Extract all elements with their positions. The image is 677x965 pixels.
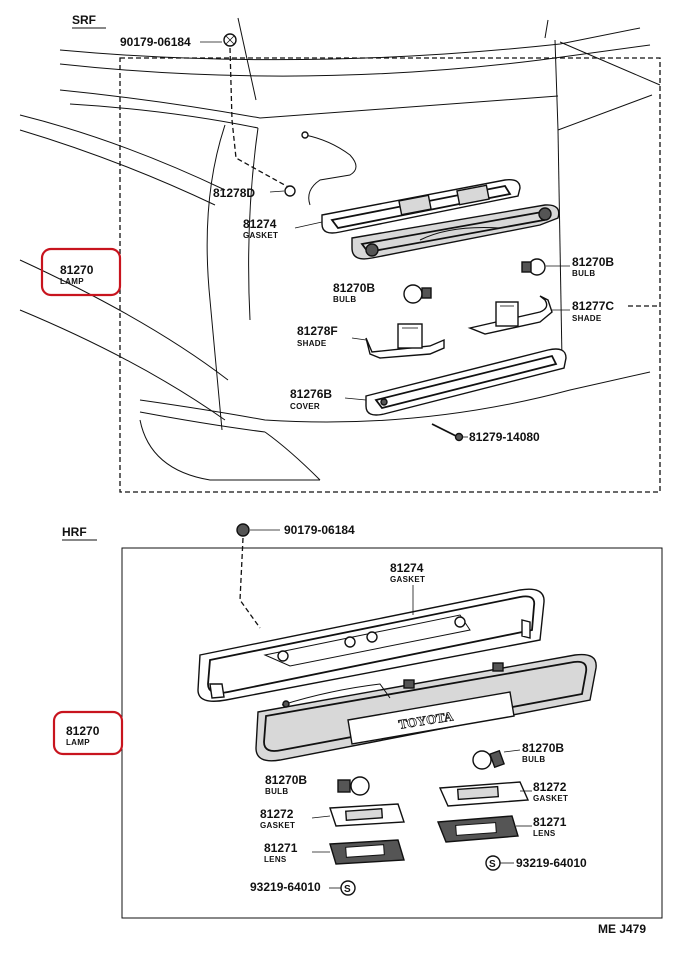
srf-screw-bottom-icon	[431, 423, 464, 442]
hrf-screw-top-icon	[236, 523, 261, 629]
srf-label-shade-right-desc: SHADE	[572, 314, 602, 323]
srf-lamp-highlight	[40, 247, 122, 297]
hrf-label-bulb-left-desc: BULB	[265, 787, 288, 796]
srf-lamp-housing	[351, 204, 560, 260]
srf-label-shade-left-num: 81278F	[297, 324, 338, 338]
srf-label-screw-top: 90179-06184	[120, 35, 191, 49]
srf-bulb-right-icon	[521, 258, 546, 276]
srf-label-gasket-num: 81274	[243, 217, 277, 231]
footer-code: ME J479	[598, 922, 646, 936]
hrf-bulb-right-icon	[472, 749, 505, 770]
srf-label-gasket-desc: GASKET	[243, 231, 278, 240]
hrf-label-gasket-right-desc: GASKET	[533, 794, 568, 803]
srf-label-lamp-num: 81270	[60, 263, 94, 277]
srf-shade-left-part	[365, 323, 445, 359]
hrf-bulb-left-icon	[337, 776, 370, 796]
hrf-label-screw-right: 93219-64010	[516, 856, 587, 870]
srf-label-bulb-right-desc: BULB	[572, 269, 595, 278]
srf-boundary	[119, 57, 661, 493]
hrf-section: HRF 90179-06184 81274 GASKET	[52, 523, 663, 936]
svg-text:S: S	[489, 859, 496, 870]
hrf-lamp-highlight	[52, 710, 124, 756]
srf-label-bulb-right-num: 81270B	[572, 255, 614, 269]
hrf-label-gasket-right-num: 81272	[533, 780, 567, 794]
hrf-lamp-housing: TOYOTA	[255, 653, 597, 762]
srf-label-bulb-left-num: 81270B	[333, 281, 375, 295]
hrf-label-lens-left-desc: LENS	[264, 855, 287, 864]
srf-label-bulb-left-desc: BULB	[333, 295, 356, 304]
srf-screw-top-icon	[223, 33, 291, 189]
srf-nut-icon	[284, 185, 296, 197]
srf-label-81278d: 81278D	[213, 186, 255, 200]
hrf-label-lens-right-num: 81271	[533, 815, 567, 829]
srf-label-shade-left-desc: SHADE	[297, 339, 327, 348]
hrf-label-lamp-num: 81270	[66, 724, 100, 738]
hrf-label-lens-right-desc: LENS	[533, 829, 556, 838]
hrf-screw-right-icon: S	[485, 855, 501, 871]
srf-wire	[304, 134, 357, 206]
hrf-lens-right-part	[436, 815, 519, 843]
hrf-gasket-left-part	[329, 803, 405, 827]
hrf-label-lens-left-num: 81271	[264, 841, 298, 855]
srf-label-cover-desc: COVER	[290, 402, 320, 411]
srf-bulb-left-icon	[403, 284, 432, 304]
hrf-label-gasket-num: 81274	[390, 561, 424, 575]
hrf-gasket-right-part	[438, 781, 530, 807]
hrf-screw-left-icon: S	[340, 880, 356, 896]
srf-label-shade-right-num: 81277C	[572, 299, 614, 313]
hrf-label-gasket-desc: GASKET	[390, 575, 425, 584]
hrf-label-gasket-left-desc: GASKET	[260, 821, 295, 830]
hrf-label-bulb-right-num: 81270B	[522, 741, 564, 755]
srf-cover-part	[365, 348, 567, 416]
srf-label-lamp-desc: LAMP	[60, 277, 84, 286]
srf-gasket-part	[321, 178, 521, 234]
hrf-label-bulb-left-num: 81270B	[265, 773, 307, 787]
srf-section: SRF	[19, 13, 661, 493]
hrf-label-bulb-right-desc: BULB	[522, 755, 545, 764]
srf-label-screw-bottom: 81279-14080	[469, 430, 540, 444]
srf-title: SRF	[72, 13, 96, 27]
hrf-label-gasket-left-num: 81272	[260, 807, 294, 821]
hrf-label-screw-top: 90179-06184	[284, 523, 355, 537]
srf-label-cover-num: 81276B	[290, 387, 332, 401]
hrf-lens-left-part	[329, 839, 405, 865]
hrf-label-screw-left: 93219-64010	[250, 880, 321, 894]
hrf-label-lamp-desc: LAMP	[66, 738, 90, 747]
srf-shade-right-part	[467, 295, 553, 335]
svg-text:S: S	[344, 884, 351, 895]
hrf-gasket-part	[197, 588, 545, 702]
hrf-title: HRF	[62, 525, 87, 539]
srf-vehicle-body	[19, 17, 661, 481]
